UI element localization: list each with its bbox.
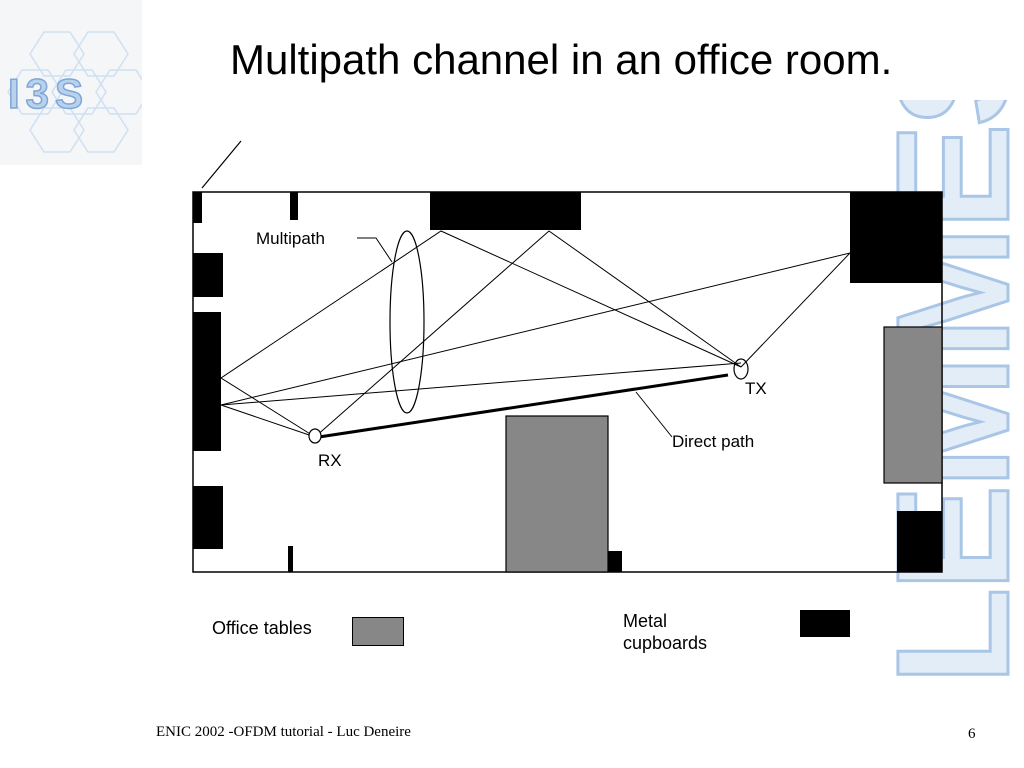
footer-text: ENIC 2002 -OFDM tutorial - Luc Deneire <box>156 724 411 740</box>
metal-cupboard <box>897 511 942 572</box>
direct-path-label: Direct path <box>672 432 755 451</box>
office-table <box>505 415 609 573</box>
pointer-line <box>201 140 242 189</box>
tx-antenna-icon <box>733 358 749 380</box>
rx-antenna-icon <box>308 428 322 444</box>
metal-cupboard <box>193 192 202 223</box>
office-table <box>883 326 943 484</box>
direct-path-leader <box>635 391 673 438</box>
metal-cupboard <box>193 486 223 549</box>
metal-cupboard <box>288 546 293 572</box>
multipath-label: Multipath <box>256 229 325 248</box>
multipath-ellipse <box>389 230 425 414</box>
legend-metal-cupboard-swatch <box>800 610 850 637</box>
metal-cupboard <box>193 312 221 451</box>
metal-cupboard <box>430 192 581 230</box>
tx-label: TX <box>745 379 767 398</box>
multipath-ray <box>220 252 852 406</box>
metal-cupboard <box>850 192 942 283</box>
page-number: 6 <box>968 726 976 742</box>
metal-cupboard <box>608 551 622 572</box>
legend-metal-cupboards-label: Metal cupboards <box>623 611 708 653</box>
multipath-ray <box>314 230 742 438</box>
metal-cupboard <box>290 192 298 220</box>
multipath-rays <box>220 230 852 438</box>
multipath-ray <box>220 404 316 438</box>
rx-label: RX <box>318 451 342 470</box>
i3s-logo-icon: I3S <box>0 0 142 165</box>
multipath-leader <box>357 237 393 263</box>
legend-office-table-swatch <box>352 617 404 646</box>
multipath-ray <box>220 230 742 438</box>
i3s-logo-text: I3S <box>8 70 89 117</box>
multipath-ray <box>220 362 742 406</box>
slide-title: Multipath channel in an office room. <box>230 36 893 83</box>
metal-cupboard <box>193 253 223 297</box>
legend-office-tables-label: Office tables <box>212 618 312 638</box>
direct-path-line <box>318 373 729 439</box>
